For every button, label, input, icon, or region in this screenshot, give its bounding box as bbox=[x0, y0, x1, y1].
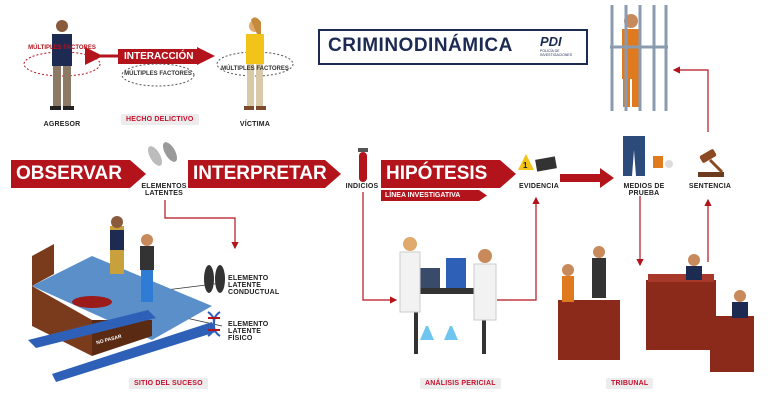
aggressor-figure bbox=[23, 20, 101, 110]
proof-icon bbox=[623, 136, 673, 176]
lab-label: ANÁLISIS PERICIAL bbox=[420, 378, 501, 389]
court-illustration bbox=[558, 246, 754, 372]
investigative-line: LÍNEA INVESTIGATIVA bbox=[381, 190, 487, 201]
clues-to-lab-arrow bbox=[362, 192, 398, 304]
evidence-icon: 1 bbox=[518, 154, 557, 172]
svg-text:1: 1 bbox=[523, 161, 528, 170]
lab-to-evidence-arrow bbox=[497, 196, 540, 301]
aggressor-factors: MÚLTIPLES FACTORES bbox=[28, 45, 96, 51]
latent-label: ELEMENTOS LATENTES bbox=[141, 183, 187, 197]
sentence-label: SENTENCIA bbox=[688, 183, 732, 190]
prison-illustration bbox=[610, 5, 668, 111]
sentence-to-prison-arrow bbox=[672, 66, 709, 132]
dna-icon bbox=[207, 311, 221, 337]
proof-label: MEDIOS DE PRUEBA bbox=[623, 183, 665, 197]
evidence-label: EVIDENCIA bbox=[519, 183, 559, 190]
middle-factors: MÚLTIPLES FACTORES bbox=[124, 71, 192, 77]
crime-scene-illustration bbox=[28, 216, 216, 382]
victim-label: VÍCTIMA bbox=[239, 121, 271, 128]
aggressor-label: AGRESOR bbox=[43, 121, 81, 128]
latent-to-scene-arrow bbox=[164, 200, 239, 250]
pdi-logo: PDI POLICÍA DE INVESTIGACIONES bbox=[540, 34, 580, 58]
lab-illustration bbox=[399, 237, 497, 354]
logo-subtext: POLICÍA DE INVESTIGACIONES bbox=[540, 49, 573, 57]
test-tube-icon bbox=[358, 148, 368, 182]
victim-factors: MÚLTIPLES FACTORES bbox=[221, 66, 289, 72]
scene-label: SITIO DEL SUCESO bbox=[129, 378, 208, 389]
interaction-label: INTERACCIÓN bbox=[118, 49, 200, 64]
title-box: CRIMINODINÁMICA PDI POLICÍA DE INVESTIGA… bbox=[318, 29, 588, 65]
factors-ring bbox=[121, 63, 195, 87]
step-observe: OBSERVAR bbox=[11, 160, 146, 188]
court-label: TRIBUNAL bbox=[606, 378, 654, 389]
physical-label: ELEMENTO LATENTE FÍSICO bbox=[228, 321, 269, 342]
step-hypothesis: HIPÓTESIS bbox=[381, 160, 516, 188]
step-interpret: INTERPRETAR bbox=[188, 160, 341, 188]
footprints-icon bbox=[148, 142, 177, 166]
clues-label: INDICIOS bbox=[345, 183, 379, 190]
victim-figure bbox=[216, 17, 294, 110]
behavioral-label: ELEMENTO LATENTE CONDUCTUAL bbox=[228, 275, 280, 296]
gavel-icon bbox=[698, 149, 724, 177]
event-label: HECHO DELICTIVO bbox=[121, 114, 199, 125]
logo-text: PDI bbox=[540, 34, 562, 49]
page-title: CRIMINODINÁMICA bbox=[328, 35, 513, 56]
shoeprint-icon bbox=[204, 265, 225, 293]
